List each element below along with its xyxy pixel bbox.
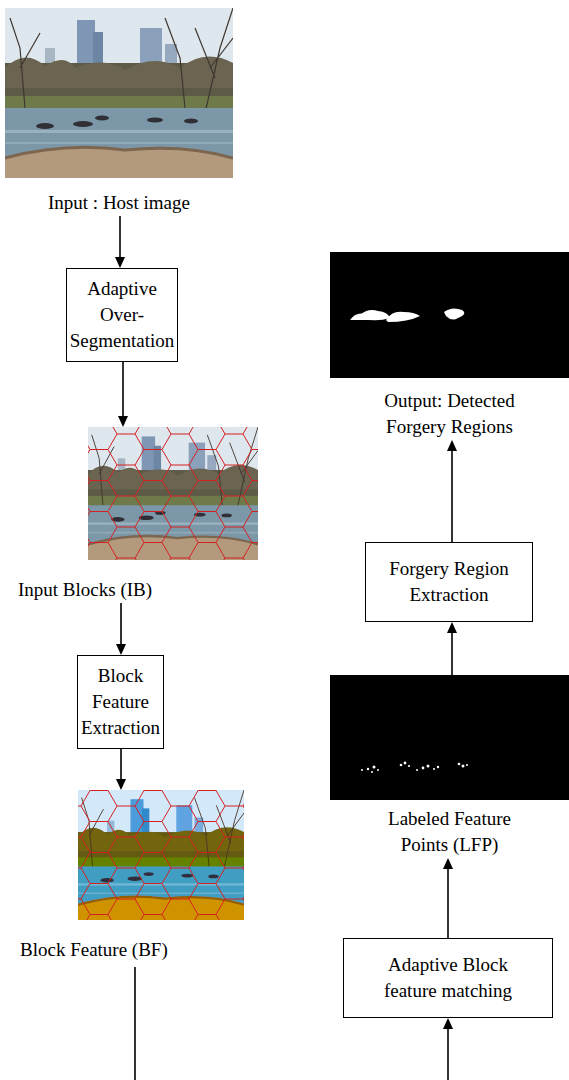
- flow-arrow: [118, 362, 128, 427]
- flow-arrow: [116, 749, 126, 790]
- image-space: [5, 8, 233, 190]
- box-label: Forgery Region Extraction: [374, 556, 524, 608]
- text-holder: Block Feature Extraction: [81, 663, 160, 741]
- image-caption: Output: Detected Forgery Regions: [355, 388, 545, 440]
- arrow-line: [122, 362, 124, 417]
- text-holder: Forgery Region Extraction: [374, 556, 524, 608]
- text-holder: Input : Host image: [5, 190, 233, 216]
- text-holder: Output: Detected Forgery Regions: [355, 388, 545, 440]
- feature-photo: [78, 790, 244, 920]
- arrowhead: [443, 1018, 453, 1029]
- arrow-line: [451, 450, 453, 542]
- feature-points: [330, 675, 569, 800]
- flow-arrow: [447, 440, 457, 542]
- image-caption: Block Feature (BF): [20, 937, 244, 963]
- process-box: Adaptive Block feature matching: [343, 938, 553, 1018]
- arrow-line: [447, 868, 449, 938]
- box-label: Adaptive Block feature matching: [363, 952, 533, 1004]
- output-mask: [330, 252, 569, 378]
- image-caption: Input : Host image: [5, 190, 233, 216]
- arrow-line: [451, 632, 453, 675]
- arrowhead: [115, 257, 125, 268]
- flow-arrow: [116, 603, 126, 655]
- text-holder: Adaptive Block feature matching: [363, 952, 533, 1004]
- process-box: Adaptive Over-Segmentation: [66, 268, 178, 362]
- image-node: Output: Detected Forgery Regions: [330, 252, 569, 440]
- host-photo: [5, 8, 233, 178]
- arrow-line: [119, 216, 121, 258]
- flow-arrow: [447, 622, 457, 675]
- arrow-line: [120, 749, 122, 780]
- text-holder: Block Feature (BF): [20, 937, 244, 963]
- image-caption: Labeled Feature Points (LFP): [365, 806, 535, 858]
- box-label: Block Feature Extraction: [81, 663, 160, 741]
- arrow-line: [120, 603, 122, 645]
- segmented-photo: [88, 427, 258, 560]
- image-caption: Input Blocks (IB): [18, 577, 258, 603]
- image-node: Input Blocks (IB): [18, 427, 258, 603]
- arrowhead: [116, 644, 126, 655]
- arrowhead: [443, 858, 453, 869]
- image-space: [330, 252, 569, 388]
- image-space: [330, 675, 569, 806]
- text-holder: Input Blocks (IB): [18, 577, 258, 603]
- arrowhead: [447, 440, 457, 451]
- image-space: [18, 427, 258, 577]
- flow-arrow: [115, 216, 125, 268]
- image-node: Labeled Feature Points (LFP): [330, 675, 569, 858]
- text-holder: Adaptive Over-Segmentation: [70, 276, 174, 354]
- arrowhead: [118, 416, 128, 427]
- continuation-arrow: [443, 1018, 453, 1080]
- process-box: Forgery Region Extraction: [365, 542, 533, 622]
- process-box: Block Feature Extraction: [77, 655, 164, 749]
- flow-arrow: [443, 858, 453, 938]
- arrowhead: [116, 779, 126, 790]
- image-node: Input : Host image: [5, 8, 233, 216]
- image-space: [20, 790, 244, 937]
- text-holder: Labeled Feature Points (LFP): [365, 806, 535, 858]
- image-node: Block Feature (BF): [20, 790, 244, 963]
- continuation-line: [134, 967, 136, 1080]
- box-label: Adaptive Over-Segmentation: [70, 276, 174, 354]
- arrowhead: [447, 622, 457, 633]
